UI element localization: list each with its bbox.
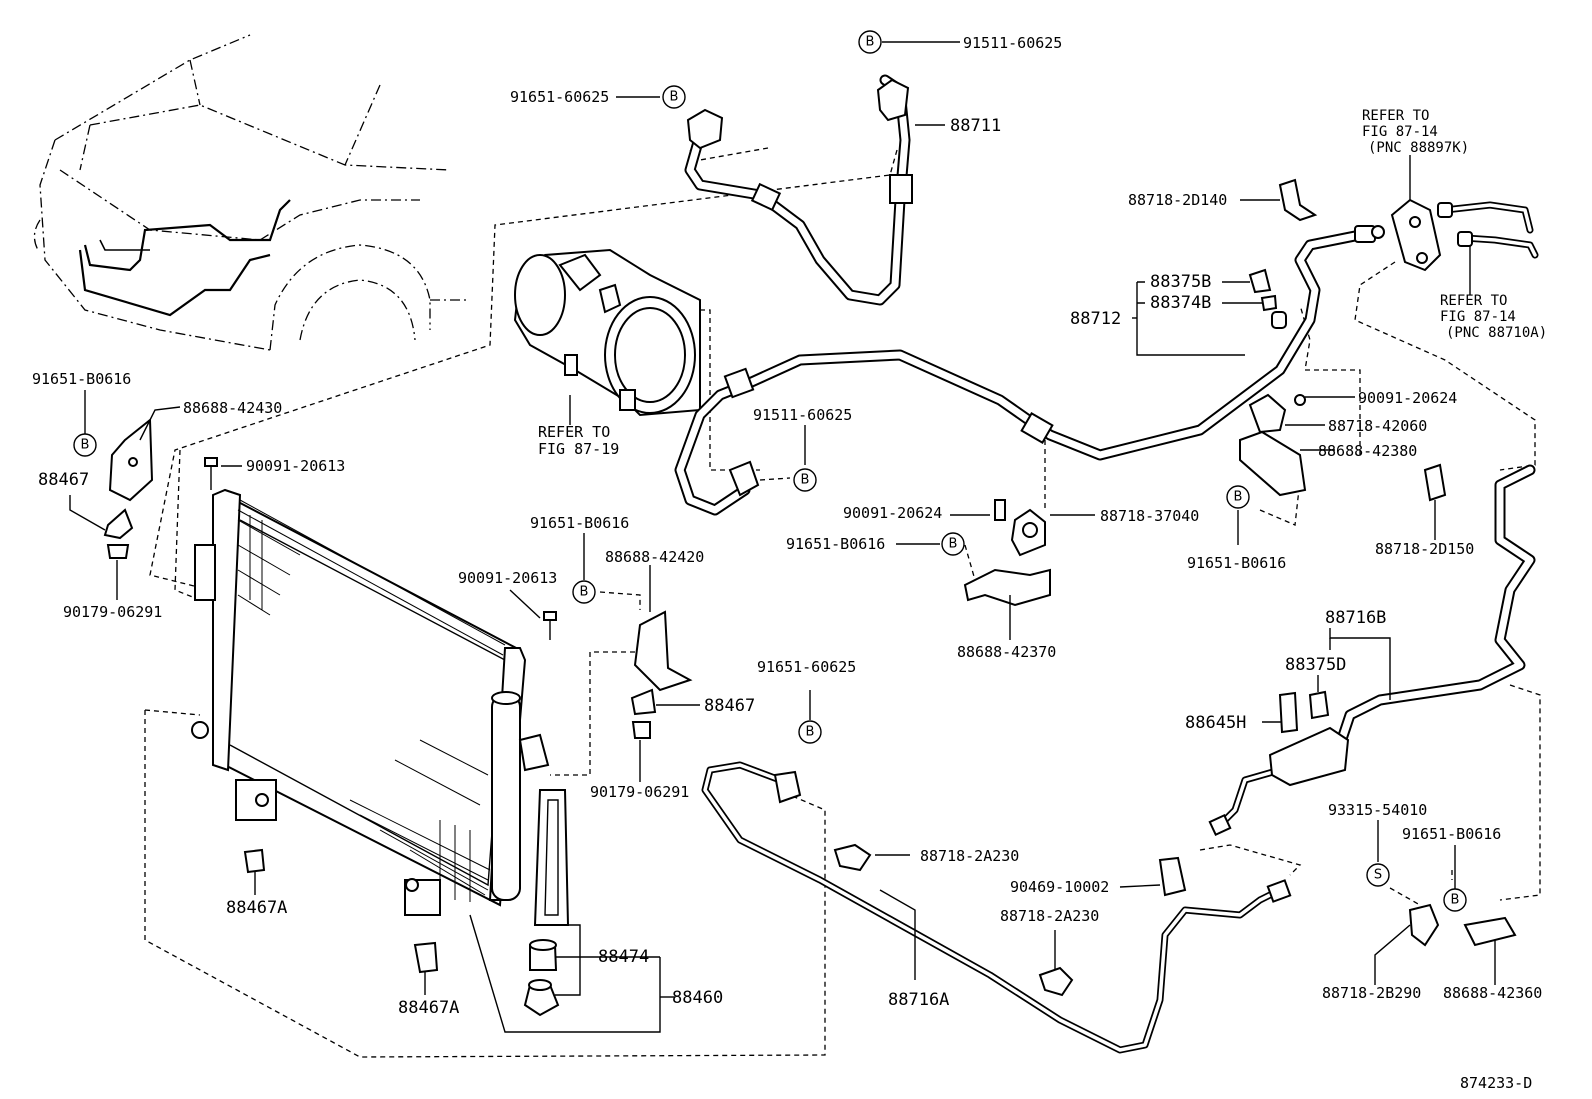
callout-b: B	[73, 433, 97, 457]
svg-text:B: B	[580, 585, 589, 600]
ac-compressor[interactable]	[513, 248, 701, 417]
label-refer-fig-87-14-a-line2[interactable]: FIG 87-14	[1362, 124, 1438, 140]
pipe-88711[interactable]	[684, 74, 913, 306]
label-88375D[interactable]: 88375D	[1285, 655, 1346, 675]
leader-lines	[69, 41, 1496, 1033]
label-88718-2A230-b[interactable]: 88718-2A230	[1000, 907, 1099, 925]
label-88688-42430[interactable]: 88688-42430	[183, 399, 282, 417]
label-88467A-1[interactable]: 88467A	[226, 898, 287, 918]
pipe-flange-block[interactable]	[1390, 198, 1539, 272]
label-88467-left[interactable]: 88467	[38, 470, 89, 490]
callout-b: B	[1226, 485, 1250, 509]
label-91651-B0616-left[interactable]: 91651-B0616	[32, 370, 131, 388]
label-88718-2D140[interactable]: 88718-2D140	[1128, 191, 1227, 209]
label-90179-06291-left[interactable]: 90179-06291	[63, 603, 162, 621]
label-88718-37040[interactable]: 88718-37040	[1100, 507, 1199, 525]
label-88688-42370[interactable]: 88688-42370	[957, 643, 1056, 661]
label-91651-B0616-right[interactable]: 91651-B0616	[1187, 554, 1286, 572]
label-90091-20624-right[interactable]: 90091-20624	[1358, 389, 1457, 407]
label-refer-fig-87-14-b-line2[interactable]: FIG 87-14	[1440, 309, 1516, 325]
callout-s: S	[1366, 863, 1390, 887]
label-91511-60625-top[interactable]: 91511-60625	[963, 34, 1062, 52]
label-91651-B0616-center[interactable]: 91651-B0616	[786, 535, 885, 553]
label-88711[interactable]: 88711	[950, 116, 1001, 136]
label-refer-fig-87-14-a-line1[interactable]: REFER TO	[1362, 108, 1429, 124]
label-88374B[interactable]: 88374B	[1150, 293, 1211, 313]
label-91651-B0616-far[interactable]: 91651-B0616	[1402, 825, 1501, 843]
condenser-fins	[237, 499, 506, 902]
guide-lines	[144, 147, 1541, 1058]
svg-text:B: B	[81, 438, 90, 453]
label-88467A-2[interactable]: 88467A	[398, 998, 459, 1018]
label-88718-2A230-a[interactable]: 88718-2A230	[920, 847, 1019, 865]
label-88688-42380[interactable]: 88688-42380	[1318, 442, 1417, 460]
callout-b: B	[798, 720, 822, 744]
label-93315-54010[interactable]: 93315-54010	[1328, 801, 1427, 819]
svg-text:B: B	[866, 35, 875, 50]
vehicle-outline-illustration	[33, 34, 470, 351]
callout-b: B	[858, 30, 882, 54]
label-refer-fig-87-14-b-line3[interactable]: (PNC 88710A)	[1446, 325, 1547, 341]
label-refer-fig-87-14-b-line1[interactable]: REFER TO	[1440, 293, 1507, 309]
label-90179-06291-mid[interactable]: 90179-06291	[590, 783, 689, 801]
callout-b: B	[572, 580, 596, 604]
callout-b: B	[941, 532, 965, 556]
svg-text:B: B	[949, 537, 958, 552]
label-refer-fig-87-19-line2[interactable]: FIG 87-19	[538, 440, 619, 458]
label-88716B[interactable]: 88716B	[1325, 608, 1386, 628]
label-refer-fig-87-19-line1[interactable]: REFER TO	[538, 423, 610, 441]
callout-b: B	[662, 85, 686, 109]
callouts: B B B B B B B B B S	[73, 30, 1467, 912]
label-90091-20613-top[interactable]: 90091-20613	[246, 457, 345, 475]
label-91651-B0616-mid[interactable]: 91651-B0616	[530, 514, 629, 532]
label-88688-42360[interactable]: 88688-42360	[1443, 984, 1542, 1002]
svg-text:S: S	[1374, 868, 1382, 883]
svg-text:B: B	[801, 473, 810, 488]
callout-b: B	[1443, 888, 1467, 912]
svg-text:B: B	[670, 90, 679, 105]
callout-b: B	[793, 468, 817, 492]
label-88375B[interactable]: 88375B	[1150, 272, 1211, 292]
label-88718-2D150[interactable]: 88718-2D150	[1375, 540, 1474, 558]
label-88460[interactable]: 88460	[672, 988, 723, 1008]
condenser-assembly[interactable]	[191, 488, 550, 916]
label-88474[interactable]: 88474	[598, 947, 649, 967]
label-91511-60625-mid[interactable]: 91511-60625	[753, 406, 852, 424]
label-88645H[interactable]: 88645H	[1185, 713, 1246, 733]
diagram-id: 874233-D	[1460, 1074, 1532, 1092]
label-91651-60625-low[interactable]: 91651-60625	[757, 658, 856, 676]
label-88716A[interactable]: 88716A	[888, 990, 949, 1010]
svg-text:B: B	[1234, 490, 1243, 505]
pipe-88716B[interactable]	[1208, 464, 1536, 837]
svg-text:B: B	[806, 725, 815, 740]
label-88467-mid[interactable]: 88467	[704, 696, 755, 716]
label-90091-20624-mid[interactable]: 90091-20624	[843, 504, 942, 522]
label-90469-10002[interactable]: 90469-10002	[1010, 878, 1109, 896]
pipe-88712[interactable]	[674, 225, 1385, 516]
svg-text:B: B	[1451, 893, 1460, 908]
label-91651-60625-top[interactable]: 91651-60625	[510, 88, 609, 106]
label-88718-2B290[interactable]: 88718-2B290	[1322, 984, 1421, 1002]
fasteners[interactable]	[103, 178, 1517, 997]
pipe-88716A[interactable]	[701, 761, 1292, 1054]
label-refer-fig-87-14-a-line3[interactable]: (PNC 88897K)	[1368, 140, 1469, 156]
label-88688-42420[interactable]: 88688-42420	[605, 548, 704, 566]
desiccant-filter-88474[interactable]	[523, 789, 570, 1017]
label-88712[interactable]: 88712	[1070, 309, 1121, 329]
label-88718-42060[interactable]: 88718-42060	[1328, 417, 1427, 435]
label-90091-20613-mid[interactable]: 90091-20613	[458, 569, 557, 587]
part-labels: 91511-60625 91651-60625 88711 91651-B061…	[32, 34, 1547, 1092]
